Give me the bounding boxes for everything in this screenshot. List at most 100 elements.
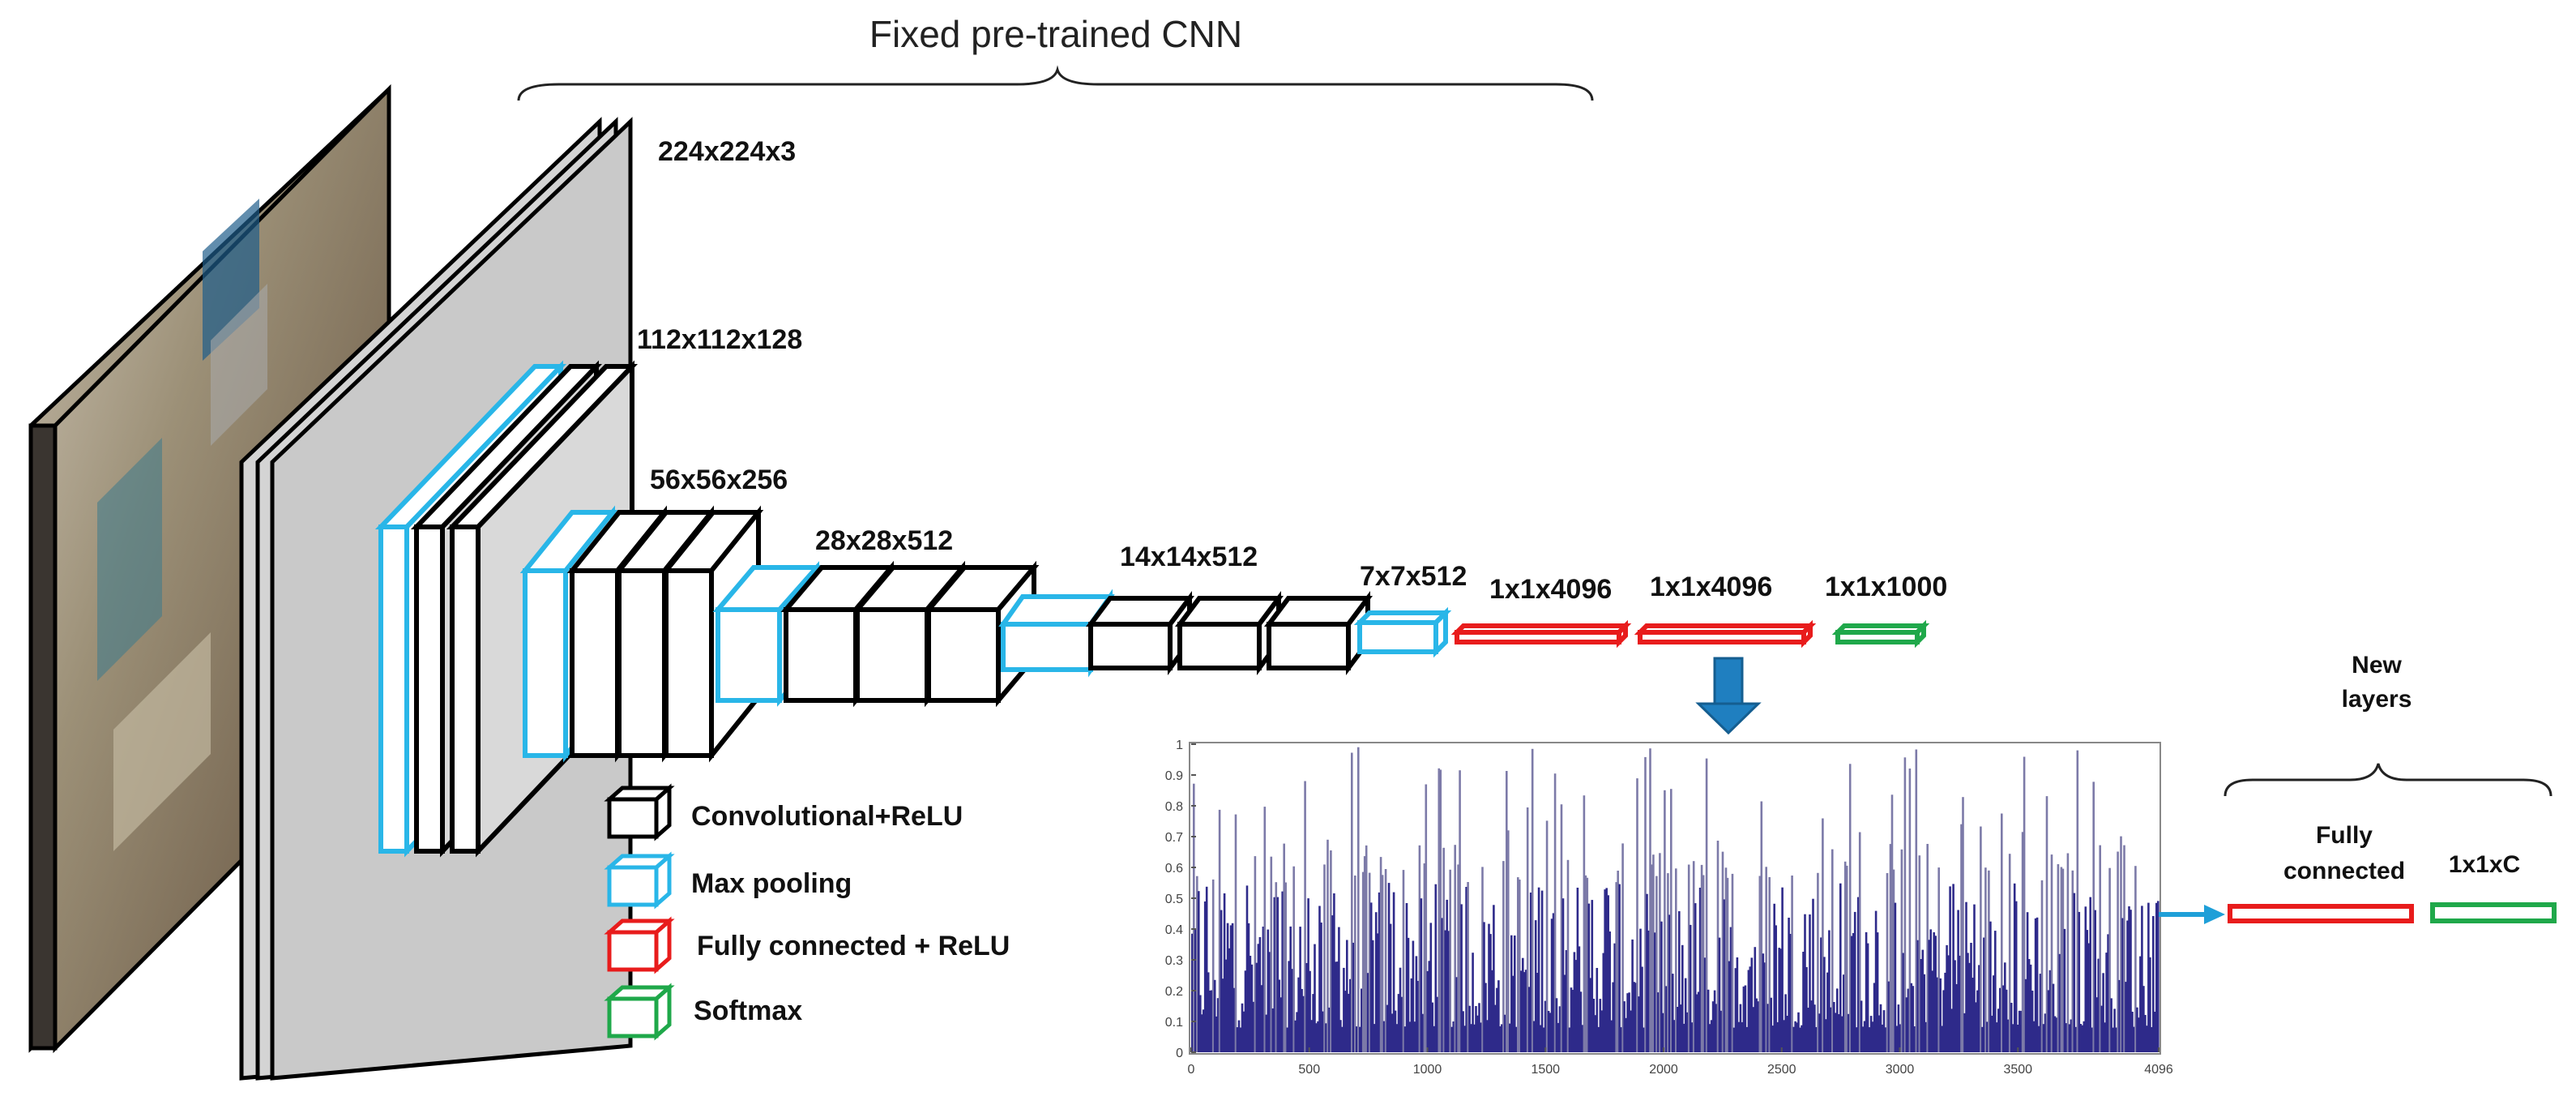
feature-bar xyxy=(1689,924,1692,1052)
feature-bar xyxy=(1871,1021,1874,1052)
feature-bar xyxy=(1341,1026,1344,1052)
feature-bar xyxy=(1397,994,1400,1052)
feature-bar xyxy=(1309,970,1311,1052)
feature-bar xyxy=(1641,966,1643,1052)
feature-bar xyxy=(1357,747,1360,1052)
feature-bar xyxy=(2112,1027,2114,1052)
feature-bar xyxy=(1302,996,1305,1052)
feature-bar xyxy=(2138,1017,2140,1052)
feature-bar xyxy=(2104,1022,2106,1052)
feature-bar xyxy=(1410,978,1413,1052)
y-tick-label: 0.6 xyxy=(1165,862,1183,876)
fc1-layer xyxy=(1450,619,1632,649)
block3-layers xyxy=(712,560,1040,708)
feature-bar xyxy=(1494,1004,1497,1052)
feature-bar xyxy=(2152,916,2155,1052)
feature-bar xyxy=(1483,922,1485,1052)
feature-bar xyxy=(1553,773,1557,1052)
feature-bar xyxy=(1900,849,1903,1052)
feature-bar xyxy=(1784,994,1787,1052)
feature-bar xyxy=(1523,972,1526,1052)
feature-bar xyxy=(1765,867,1767,1052)
feature-bar xyxy=(2092,781,2095,1052)
x-tick-label: 2000 xyxy=(1649,1063,1678,1077)
feature-bar xyxy=(1905,997,1908,1052)
feature-bar xyxy=(1392,892,1395,1052)
feature-bar xyxy=(1694,903,1697,1052)
feature-bar xyxy=(1988,870,1990,1052)
feature-bar xyxy=(1425,784,1428,1052)
feature-bar xyxy=(2123,845,2125,1052)
feature-bar xyxy=(1318,906,1321,1052)
feature-bar xyxy=(1596,968,1599,1052)
feature-bar xyxy=(1249,956,1252,1052)
feature-bar xyxy=(2095,997,2098,1052)
feature-bar xyxy=(1228,948,1231,1052)
feature-bar xyxy=(1775,925,1777,1052)
feature-bar xyxy=(1667,873,1669,1052)
feature-bar xyxy=(1489,934,1492,1052)
feature-bar xyxy=(1568,1027,1571,1052)
feature-bar xyxy=(1936,977,1938,1052)
feature-bar xyxy=(1655,876,1658,1052)
feature-bar xyxy=(2052,983,2055,1052)
feature-bar xyxy=(1368,872,1371,1052)
feature-bar xyxy=(1742,986,1745,1052)
feature-bar xyxy=(2141,906,2143,1052)
feature-bar xyxy=(1493,905,1495,1052)
feature-bar xyxy=(1457,864,1459,1052)
feature-bar xyxy=(2086,930,2088,1052)
x-tick-label: 3000 xyxy=(1886,1063,1915,1077)
feature-bar xyxy=(1728,961,1731,1052)
feature-bar xyxy=(1833,1002,1835,1052)
feature-bar xyxy=(1270,856,1273,1052)
feature-bar xyxy=(2034,918,2037,1052)
feature-bar xyxy=(1868,1027,1871,1052)
feature-bar xyxy=(1835,1013,1837,1052)
feature-bar xyxy=(2108,867,2111,1052)
feature-bar xyxy=(2070,1019,2073,1052)
feature-bar xyxy=(1507,830,1510,1052)
feature-bar xyxy=(1788,918,1790,1052)
feature-bar xyxy=(1845,865,1848,1052)
feature-bar xyxy=(1944,972,1946,1052)
feature-bar xyxy=(1263,807,1267,1052)
feature-bar xyxy=(1822,818,1824,1052)
x-tick-label: 0 xyxy=(1188,1063,1195,1077)
feature-bar xyxy=(1825,1019,1827,1052)
feature-bar xyxy=(1692,861,1695,1052)
feature-bar xyxy=(2128,906,2130,1052)
feature-bar xyxy=(1968,962,1971,1052)
feature-bar xyxy=(1515,1026,1518,1052)
feature-bar xyxy=(1351,752,1353,1052)
feature-bar xyxy=(1763,962,1766,1052)
feature-bar xyxy=(1628,992,1630,1052)
feature-bar xyxy=(1876,932,1879,1052)
feature-bar xyxy=(1356,1026,1358,1052)
feature-bar xyxy=(2068,1024,2071,1052)
feature-bar xyxy=(1672,974,1674,1052)
feature-bar xyxy=(1202,1009,1205,1052)
feature-bar xyxy=(1250,964,1254,1052)
feature-bar xyxy=(1363,856,1366,1052)
feature-bar xyxy=(1804,914,1806,1052)
feature-bar xyxy=(1646,893,1648,1052)
legend-label-softmax: Softmax xyxy=(694,996,802,1026)
feature-bar xyxy=(1665,986,1668,1052)
feature-bar xyxy=(1480,1022,1482,1052)
feature-bar xyxy=(1949,886,1951,1052)
feature-bar xyxy=(2006,1019,2010,1052)
new-layers-title-line2: layers xyxy=(2342,686,2412,713)
feature-bar xyxy=(1726,877,1729,1052)
feature-bar xyxy=(1894,902,1897,1052)
feature-bar xyxy=(1631,939,1634,1052)
x-tick-label: 1000 xyxy=(1413,1063,1442,1077)
feature-bar xyxy=(1703,957,1707,1052)
feature-bar xyxy=(1807,1008,1809,1052)
feature-bar xyxy=(2023,756,2026,1052)
feature-bar xyxy=(2144,1015,2147,1052)
feature-bar xyxy=(1520,970,1523,1052)
